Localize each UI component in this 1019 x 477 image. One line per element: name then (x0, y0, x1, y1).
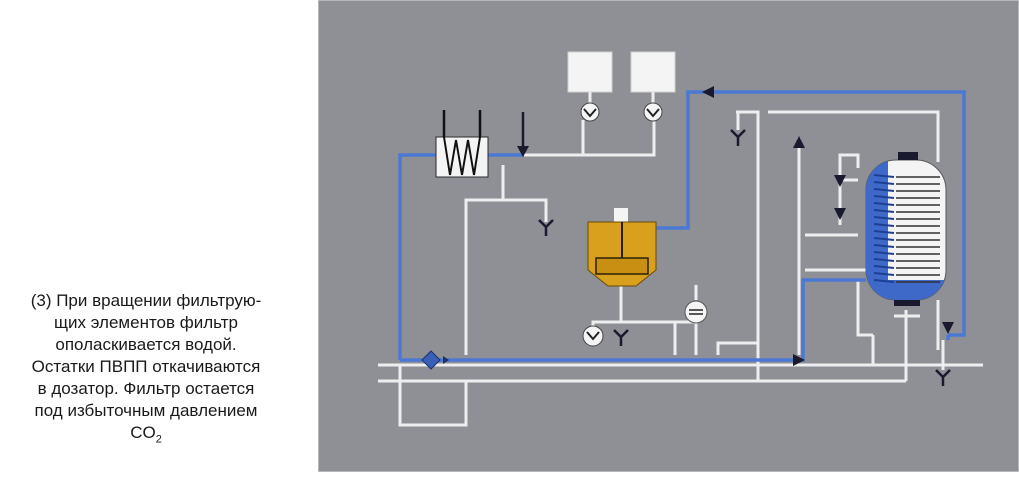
filter-disc-blue (873, 202, 895, 206)
filter-elements (873, 174, 940, 283)
filter-disc-blue (873, 216, 895, 220)
caption: (3) При вращении фильтрую- щих элементов… (0, 290, 292, 450)
caption-line-6: под избыточным давлением (34, 401, 258, 420)
filter-disc-blue (873, 272, 895, 276)
filter-disc-blue (873, 223, 895, 227)
arrow-down-2-icon (834, 175, 846, 187)
filter-disc-blue (873, 230, 895, 234)
caption-line-4: Остатки ПВПП откачиваются (31, 357, 261, 376)
filter-disc-blue (873, 258, 895, 262)
caption-line-3: ополаскивается водой. (55, 335, 237, 354)
down-arrow-icon (517, 112, 529, 157)
drain-tap-icon (538, 129, 951, 386)
valve-left-icon (580, 92, 600, 122)
dosing-tank (587, 208, 657, 287)
caption-line-5: в дозатор. Фильтр остается (37, 379, 255, 398)
process-diagram (318, 0, 1019, 472)
arrow-right-icon (793, 354, 805, 366)
caption-line-1: (3) При вращении фильтрую- (30, 291, 262, 310)
filter-disc-blue (873, 237, 895, 241)
blue-pipes (398, 90, 966, 362)
filter-disc-blue (873, 181, 895, 185)
arrow-down-3-icon (942, 322, 954, 334)
caption-formula: CO2 (0, 422, 292, 450)
filter-disc-blue (873, 209, 895, 213)
arrow-left-icon (702, 86, 714, 98)
filter-disc-blue (873, 195, 895, 199)
flow-indicator-icon (684, 300, 708, 324)
valve-right-icon (643, 92, 663, 122)
formula-main: CO (130, 423, 156, 442)
filter-disc-blue (873, 265, 895, 269)
arrow-down-icon (834, 208, 846, 220)
filter-vessel (865, 152, 947, 318)
caption-line-2: щих элементов фильтр (54, 313, 238, 332)
heat-exchanger (435, 110, 489, 178)
arrow-up-icon (793, 136, 805, 148)
filter-disc-blue (873, 279, 895, 283)
filter-disc-blue (873, 174, 895, 178)
valve-bottom-icon (582, 325, 604, 347)
container-left (567, 51, 613, 93)
filter-disc-blue (873, 251, 895, 255)
filter-disc-blue (873, 188, 895, 192)
pump-icon (421, 350, 449, 370)
filter-disc-blue (873, 244, 895, 248)
container-right (630, 51, 676, 93)
formula-sub: 2 (155, 433, 162, 446)
